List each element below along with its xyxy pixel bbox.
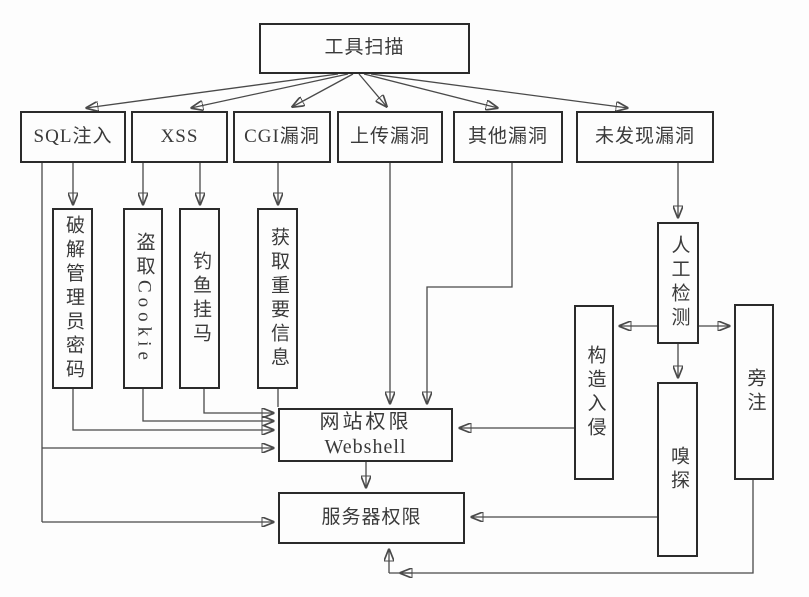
node-crack-admin-pwd: 破解管理员密码 — [52, 208, 93, 389]
edge-tool-scan-to-other-vuln — [363, 73, 498, 108]
node-crack-admin-pwd-label: 破解管理员密码 — [62, 214, 84, 383]
node-cgi-vuln-label: CGI漏洞 — [244, 125, 320, 147]
node-other-vuln: 其他漏洞 — [453, 111, 563, 163]
node-side-note-label: 旁注 — [744, 368, 766, 416]
node-side-note: 旁注 — [734, 304, 774, 480]
node-construct-intrude-label: 构造入侵 — [584, 344, 606, 441]
node-steal-cookie-label: 盗取Cookie — [133, 232, 155, 365]
node-upload-vuln-label: 上传漏洞 — [349, 125, 430, 147]
node-phishing-trojan-label: 钓鱼挂马 — [189, 250, 211, 347]
node-phishing-trojan: 钓鱼挂马 — [179, 208, 220, 389]
node-sql-injection-label: SQL注入 — [33, 125, 113, 147]
node-xss-label: XSS — [160, 125, 199, 147]
edge-steal-cookie-to-webshell — [142, 389, 274, 421]
edge-tool-scan-to-upload-vuln — [358, 73, 387, 107]
node-no-vuln-found-label: 未发现漏洞 — [594, 125, 695, 147]
edge-tool-scan-to-cgi-vuln — [292, 73, 354, 107]
node-webshell: 网站权限 Webshell — [278, 408, 453, 462]
node-webshell-label-line1: 网站权限 — [319, 411, 412, 433]
edge-tool-scan-to-xss — [191, 73, 349, 108]
node-sniffing: 嗅探 — [657, 382, 698, 557]
edge-crack-admin-pwd-to-webshell — [72, 389, 274, 430]
node-xss: XSS — [131, 111, 228, 163]
node-manual-detect-label: 人工检测 — [668, 235, 690, 331]
node-webshell-label: 网站权限 Webshell — [320, 410, 412, 460]
edge-tool-scan-to-no-vuln-found — [370, 73, 628, 108]
node-tool-scan: 工具扫描 — [259, 23, 470, 74]
node-webshell-label-line2: Webshell — [324, 436, 407, 458]
node-upload-vuln: 上传漏洞 — [337, 111, 443, 163]
node-construct-intrude: 构造入侵 — [574, 305, 614, 480]
edge-phishing-trojan-to-webshell — [203, 389, 274, 413]
node-manual-detect: 人工检测 — [657, 222, 699, 344]
node-sql-injection: SQL注入 — [20, 111, 126, 163]
edge-other-vuln-to-webshell — [427, 163, 513, 404]
node-sniffing-label: 嗅探 — [667, 445, 689, 494]
node-server-privilege: 服务器权限 — [278, 492, 465, 544]
edge-tool-scan-to-sql-injection — [86, 73, 339, 108]
node-cgi-vuln: CGI漏洞 — [233, 111, 331, 163]
node-other-vuln-label: 其他漏洞 — [467, 125, 548, 147]
node-no-vuln-found: 未发现漏洞 — [576, 111, 714, 163]
node-steal-cookie: 盗取Cookie — [123, 208, 163, 389]
node-get-key-info-label: 获取重要信息 — [267, 226, 289, 371]
edge-side-note-trunk — [389, 480, 754, 574]
node-server-privilege-label: 服务器权限 — [321, 506, 422, 528]
node-tool-scan-label: 工具扫描 — [324, 37, 405, 59]
node-get-key-info: 获取重要信息 — [257, 208, 298, 389]
